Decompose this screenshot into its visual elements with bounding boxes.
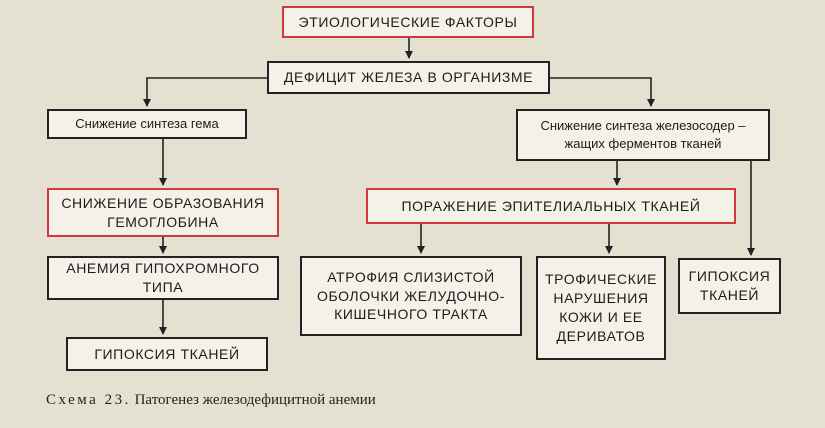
- node-mucosa-atrophy: АТРОФИЯ СЛИЗИСТОЙ ОБОЛОЧКИ ЖЕЛУДОЧНО- КИ…: [300, 256, 522, 336]
- arrow-deficit-to-enzymes: [550, 77, 655, 107]
- node-enzyme-synthesis: Снижение синтеза железосодер – жащих фер…: [516, 109, 770, 161]
- node-epithelial-damage: ПОРАЖЕНИЕ ЭПИТЕЛИАЛЬНЫХ ТКАНЕЙ: [366, 188, 736, 224]
- figure-caption: Схема 23. Патогенез железодефицитной ане…: [46, 392, 376, 409]
- caption-text: Патогенез железодефицитной анемии: [130, 392, 376, 408]
- caption-label: Схема 23.: [46, 392, 131, 408]
- node-tissue-hypoxia-right: ГИПОКСИЯ ТКАНЕЙ: [678, 258, 781, 314]
- node-hypochromic-anemia: АНЕМИЯ ГИПОХРОМНОГО ТИПА: [47, 256, 279, 300]
- node-iron-deficit: ДЕФИЦИТ ЖЕЛЕЗА В ОРГАНИЗМЕ: [267, 61, 550, 94]
- node-trophic-disorders: ТРОФИЧЕСКИЕ НАРУШЕНИЯ КОЖИ И ЕЕ ДЕРИВАТО…: [536, 256, 666, 360]
- node-etiology: ЭТИОЛОГИЧЕСКИЕ ФАКТОРЫ: [282, 6, 534, 38]
- arrow-deficit-to-heme: [143, 77, 268, 107]
- node-heme-synthesis: Снижение синтеза гема: [47, 109, 247, 139]
- node-tissue-hypoxia-left: ГИПОКСИЯ ТКАНЕЙ: [66, 337, 268, 371]
- node-hemoglobin-formation: СНИЖЕНИЕ ОБРАЗОВАНИЯ ГЕМОГЛОБИНА: [47, 188, 279, 237]
